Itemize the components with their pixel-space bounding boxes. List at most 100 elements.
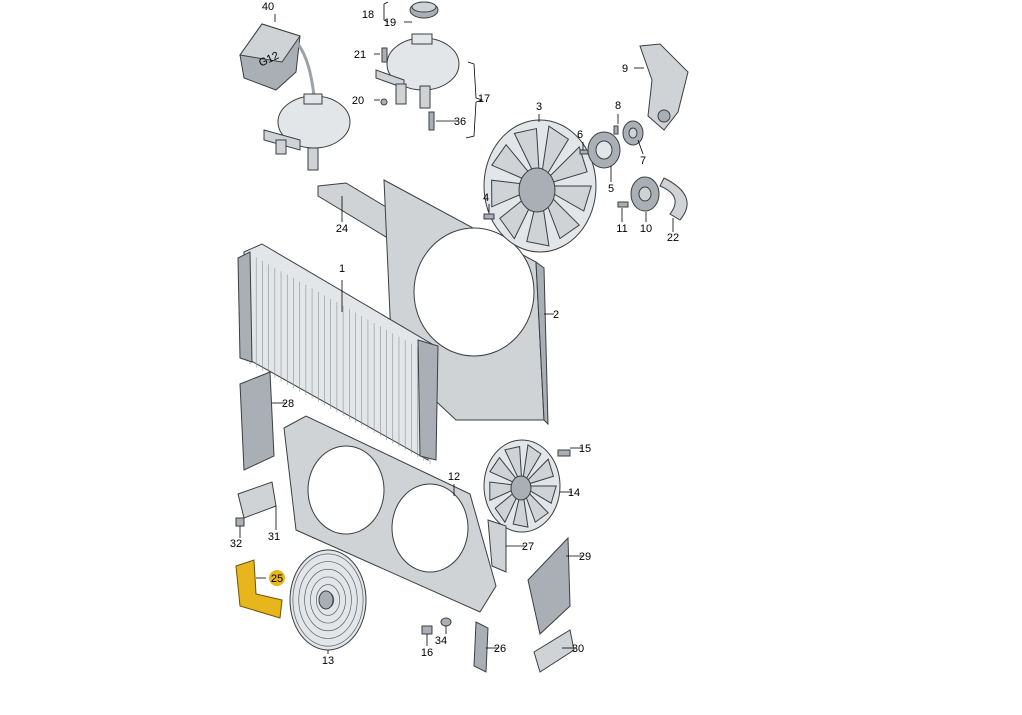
callout-6: 6 bbox=[577, 129, 584, 150]
callout-18: 18 bbox=[362, 9, 374, 21]
callout-21: 21 bbox=[354, 49, 380, 61]
callout-27: 27 bbox=[506, 541, 534, 553]
clip-32 bbox=[235, 517, 245, 527]
bracket-28 bbox=[239, 371, 275, 471]
callout-20: 20 bbox=[352, 95, 380, 107]
electric-fan-14 bbox=[483, 439, 561, 533]
part-label-4: 4 bbox=[483, 192, 489, 204]
callout-24: 24 bbox=[336, 196, 348, 235]
part-label-6: 6 bbox=[577, 129, 583, 141]
bracket-31 bbox=[237, 481, 277, 519]
callout-2: 2 bbox=[544, 309, 559, 321]
part-label-20: 20 bbox=[352, 95, 364, 107]
expansion-tank bbox=[375, 33, 460, 109]
nut-34 bbox=[440, 617, 452, 627]
part-label-14: 14 bbox=[568, 487, 580, 499]
part-label-1: 1 bbox=[339, 263, 345, 275]
part-label-9: 9 bbox=[622, 63, 628, 75]
part-label-25: 25 bbox=[271, 573, 283, 585]
part-label-24: 24 bbox=[336, 223, 348, 235]
tensioner-pulley bbox=[630, 176, 660, 212]
highlight-marker-25 bbox=[269, 570, 285, 586]
part-label-19: 19 bbox=[384, 17, 396, 29]
part-label-32: 32 bbox=[230, 538, 242, 550]
bolt-16 bbox=[421, 625, 433, 635]
callout-5: 5 bbox=[608, 166, 614, 195]
callout-31: 31 bbox=[268, 506, 280, 543]
bracket-27 bbox=[487, 519, 507, 573]
filler-cap bbox=[409, 1, 439, 19]
part-label-30: 30 bbox=[572, 643, 584, 655]
part-label-36: 36 bbox=[454, 116, 466, 128]
part-label-18: 18 bbox=[362, 9, 374, 21]
part-label-16: 16 bbox=[421, 647, 433, 659]
callout-29: 29 bbox=[566, 551, 591, 563]
part-label-13: 13 bbox=[322, 655, 334, 667]
callout-14: 14 bbox=[560, 487, 580, 499]
coolant-canister: G12 bbox=[239, 23, 316, 97]
part-label-27: 27 bbox=[522, 541, 534, 553]
part-label-3: 3 bbox=[536, 101, 542, 113]
callout-34: 34 bbox=[435, 626, 447, 647]
part-label-7: 7 bbox=[640, 155, 646, 167]
callout-1: 1 bbox=[339, 263, 345, 312]
bracket-26 bbox=[473, 621, 489, 673]
part-label-11: 11 bbox=[616, 223, 627, 235]
callout-32: 32 bbox=[230, 526, 242, 550]
callout-7: 7 bbox=[637, 139, 646, 167]
bracket-29 bbox=[527, 536, 571, 635]
callout-36: 36 bbox=[436, 116, 466, 128]
small-bolts-top bbox=[380, 47, 435, 131]
group-brace-17 bbox=[465, 61, 484, 139]
part-label-34: 34 bbox=[435, 635, 447, 647]
callout-12: 12 bbox=[448, 471, 460, 496]
group-brace-18 bbox=[383, 1, 389, 23]
leader-line-7 bbox=[637, 139, 644, 155]
callout-13: 13 bbox=[322, 650, 334, 667]
part-label-26: 26 bbox=[494, 643, 506, 655]
bracket-9 bbox=[639, 43, 689, 131]
bolts-mid bbox=[483, 125, 629, 220]
callout-19: 19 bbox=[384, 17, 412, 29]
part-label-17: 17 bbox=[478, 93, 490, 105]
callout-28: 28 bbox=[272, 398, 294, 410]
part-label-22: 22 bbox=[667, 232, 679, 244]
part-label-21: 21 bbox=[354, 49, 366, 61]
viscous-fan bbox=[483, 119, 597, 253]
callout-16: 16 bbox=[421, 634, 433, 659]
fan-frame bbox=[283, 415, 497, 613]
callout-22: 22 bbox=[667, 218, 679, 244]
cover-22 bbox=[659, 177, 688, 221]
bracket-30 bbox=[533, 629, 575, 673]
callout-10: 10 bbox=[640, 212, 652, 235]
fan-clutch bbox=[587, 131, 621, 169]
callout-26: 26 bbox=[486, 643, 506, 655]
callout-4: 4 bbox=[483, 192, 490, 212]
radiator bbox=[237, 243, 439, 464]
callout-17: 17 bbox=[478, 93, 490, 105]
callout-25: 25 bbox=[256, 570, 285, 586]
callout-15: 15 bbox=[570, 443, 591, 455]
part-label-29: 29 bbox=[579, 551, 591, 563]
part-label-31: 31 bbox=[268, 531, 280, 543]
part-label-15: 15 bbox=[579, 443, 591, 455]
pulley-bearing bbox=[622, 120, 644, 146]
callout-3: 3 bbox=[536, 101, 542, 122]
callout-40: 40 bbox=[262, 1, 276, 22]
callout-30: 30 bbox=[562, 643, 584, 655]
callout-9: 9 bbox=[622, 63, 644, 75]
bolt-15 bbox=[557, 449, 571, 457]
part-label-28: 28 bbox=[282, 398, 294, 410]
part-label-8: 8 bbox=[615, 100, 621, 112]
expansion-tank-left bbox=[263, 93, 351, 171]
callout-8: 8 bbox=[615, 100, 621, 124]
part-label-40: 40 bbox=[262, 1, 274, 13]
part-label-5: 5 bbox=[608, 183, 614, 195]
callout-11: 11 bbox=[616, 208, 628, 235]
fan-grille-13 bbox=[289, 549, 367, 651]
bracket-25-highlighted bbox=[235, 559, 283, 619]
part-label-2: 2 bbox=[553, 309, 559, 321]
part-label-10: 10 bbox=[640, 223, 652, 235]
part-label-12: 12 bbox=[448, 471, 460, 483]
